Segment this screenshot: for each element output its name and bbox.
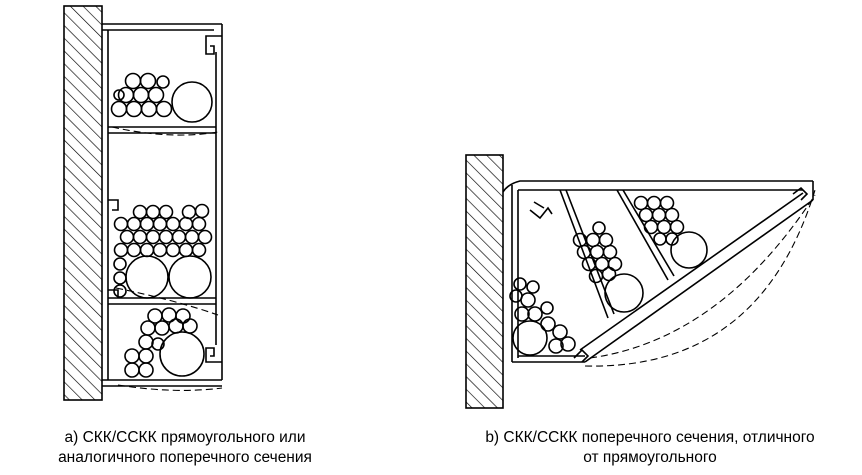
caption-b-line1: b) СКК/ССКК поперечного сечения, отлично… — [485, 429, 815, 446]
cables-compartment-3 — [124, 307, 205, 378]
cables-compartment-1 — [110, 72, 213, 123]
wall-b — [465, 154, 504, 409]
wall-a — [63, 5, 103, 401]
deflection-lines-a — [111, 126, 223, 391]
figure-b-triangular-duct — [465, 154, 816, 409]
caption-b-line2: от прямоугольного — [583, 449, 717, 466]
cables-compartment-b3 — [633, 195, 708, 269]
duct-body-b — [502, 180, 814, 363]
caption-a-line2: аналогичного поперечного сечения — [58, 449, 312, 466]
caption-a-line1: a) СКК/ССКК прямоугольного или — [64, 429, 306, 446]
caption-b: b) СКК/ССКК поперечного сечения, отлично… — [440, 428, 860, 468]
figure-a-rectangular-duct — [63, 5, 223, 401]
deflection-lines-b — [584, 189, 816, 367]
duct-body-a — [102, 23, 223, 387]
caption-a: a) СКК/ССКК прямоугольного или аналогичн… — [20, 428, 350, 468]
cables-compartment-2 — [113, 203, 213, 299]
cables-compartment-b2 — [572, 221, 644, 313]
cables-compartment-b1 — [509, 277, 576, 356]
